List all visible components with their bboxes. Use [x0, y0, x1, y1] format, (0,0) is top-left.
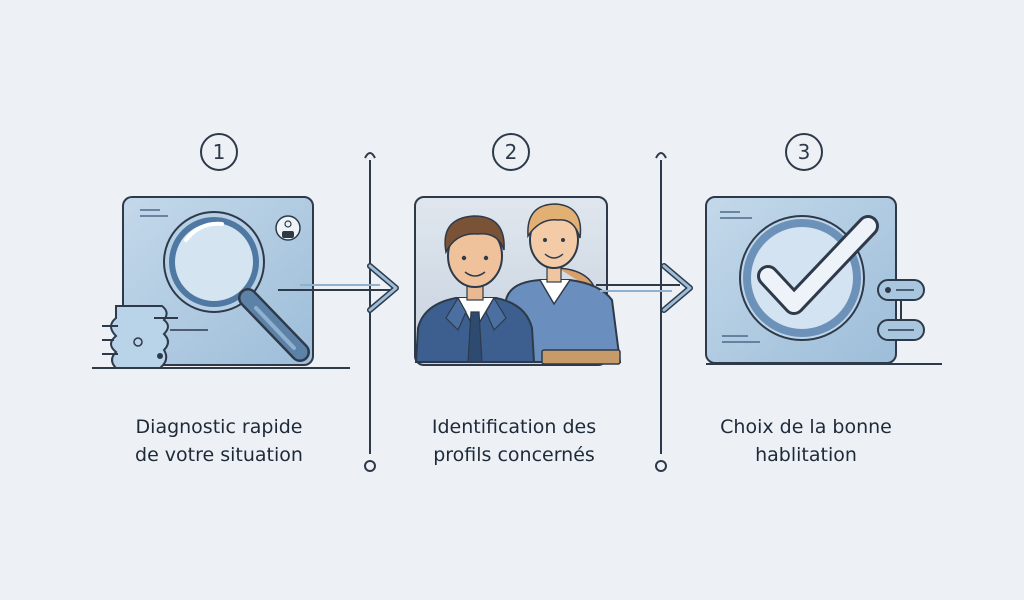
step-caption-3-line-2: hablitation [755, 444, 857, 466]
clipboard-icon [102, 305, 208, 369]
toggle-controls-icon [877, 279, 925, 341]
step-caption-3: Choix de la bonne hablitation [686, 413, 926, 469]
panel-1 [92, 196, 350, 369]
panel-3 [705, 196, 942, 365]
person-brown [414, 215, 536, 363]
arrow-right-icon-1 [278, 263, 399, 313]
step-number-3: 3 [785, 133, 823, 171]
step-caption-1-line-2: de votre situation [135, 444, 303, 466]
step-number-1: 1 [200, 133, 238, 171]
checkmark-icon [739, 215, 879, 341]
step-caption-2-line-2: profils concernés [433, 444, 595, 466]
step-caption-1-line-1: Diagnostic rapide [135, 416, 303, 438]
panel-2 [414, 196, 622, 366]
step-caption-3-line-1: Choix de la bonne [720, 416, 892, 438]
step-caption-1: Diagnostic rapide de votre situation [99, 413, 339, 469]
step-number-2: 2 [492, 133, 530, 171]
step-caption-2: Identification des profils concernés [394, 413, 634, 469]
person-blonde [498, 203, 622, 365]
magnifier-icon [163, 211, 310, 362]
robot-face-icon [275, 215, 301, 241]
separator-2 [655, 152, 667, 472]
people-icon [414, 203, 622, 365]
step-caption-2-line-1: Identification des [431, 416, 597, 438]
arrow-right-icon-2 [596, 263, 693, 313]
